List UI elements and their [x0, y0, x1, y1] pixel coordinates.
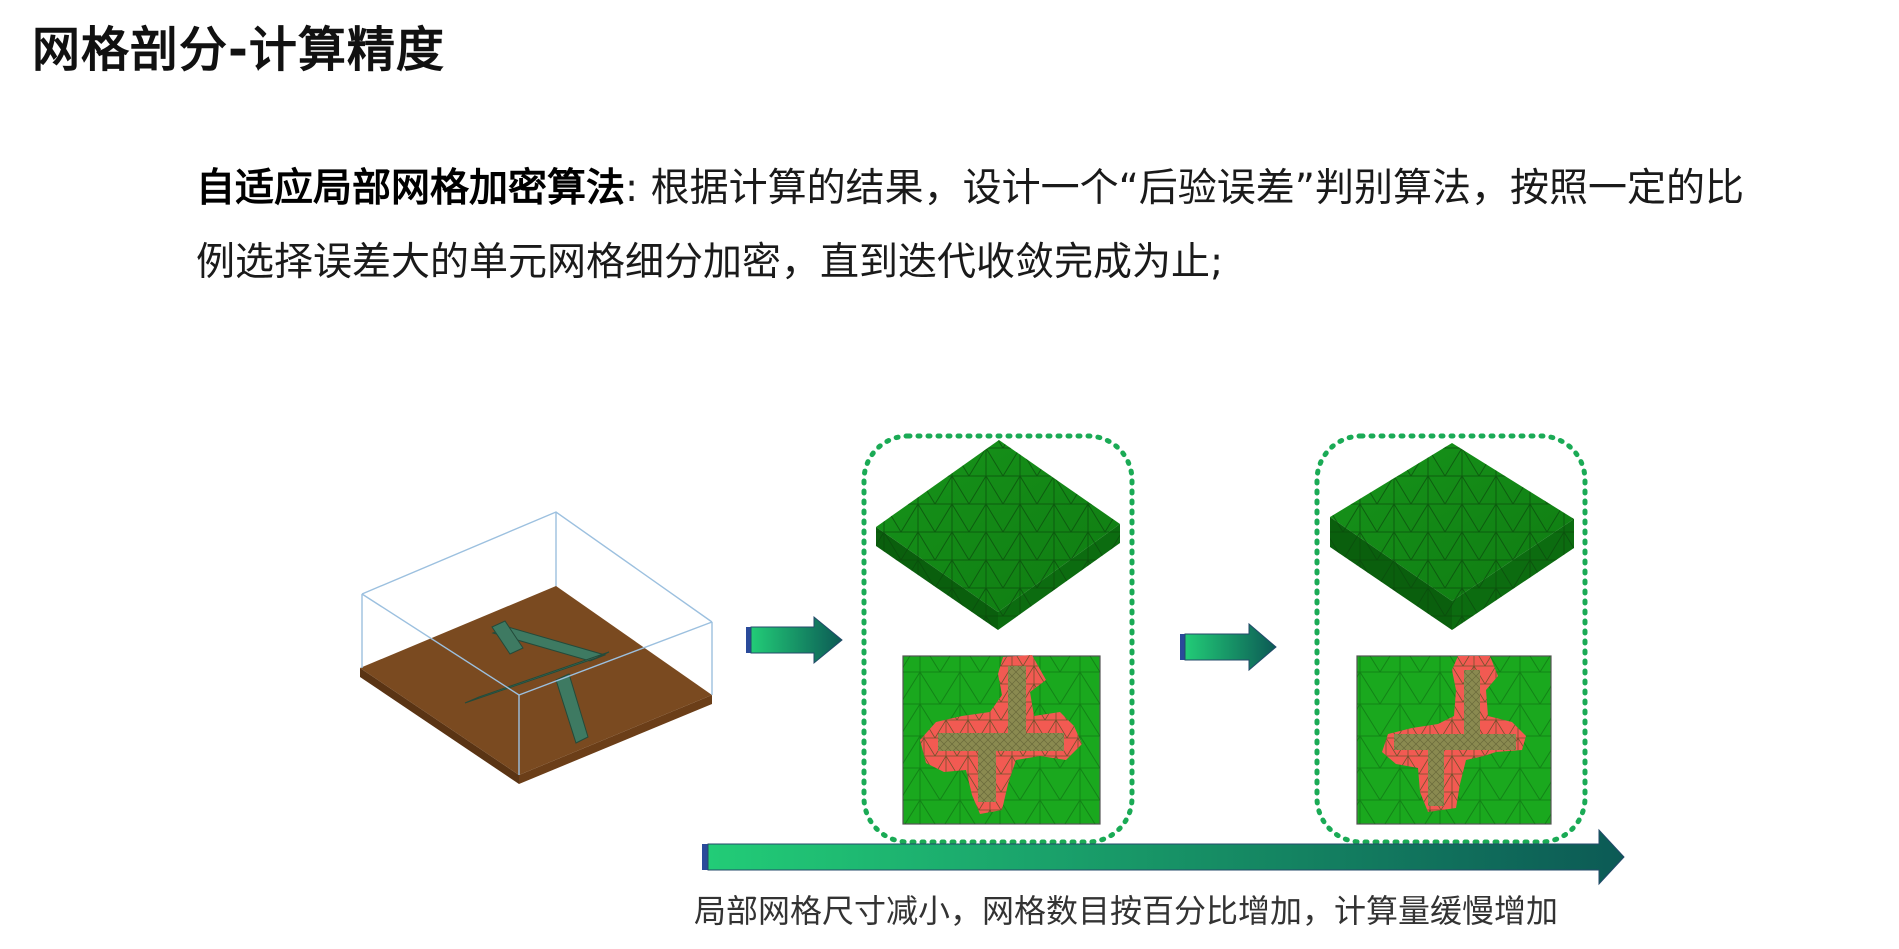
algorithm-term: 自适应局部网格加密算法: [196, 166, 626, 211]
right-arrow-icon: [746, 615, 843, 665]
term-separator: :: [625, 166, 639, 211]
refined-mesh-icon: [1314, 433, 1588, 845]
right-arrow-icon: [1180, 622, 1277, 672]
description-paragraph: 自适应局部网格加密算法: 根据计算的结果，设计一个“后验误差”判别算法，按照一定…: [196, 152, 1876, 300]
coarse-mesh-icon: [861, 433, 1135, 845]
description-line-two: 例选择误差大的单元网格细分加密，直到迭代收敛完成为止;: [196, 240, 1224, 285]
progress-arrow-icon: [702, 828, 1625, 886]
slide-title: 网格剖分-计算精度: [32, 22, 445, 78]
figure-caption: 局部网格尺寸减小，网格数目按百分比增加，计算量缓慢增加: [694, 892, 1559, 930]
description-line-one: 根据计算的结果，设计一个“后验误差”判别算法，按照一定的比: [650, 166, 1744, 211]
substrate-model-icon: [360, 511, 713, 784]
